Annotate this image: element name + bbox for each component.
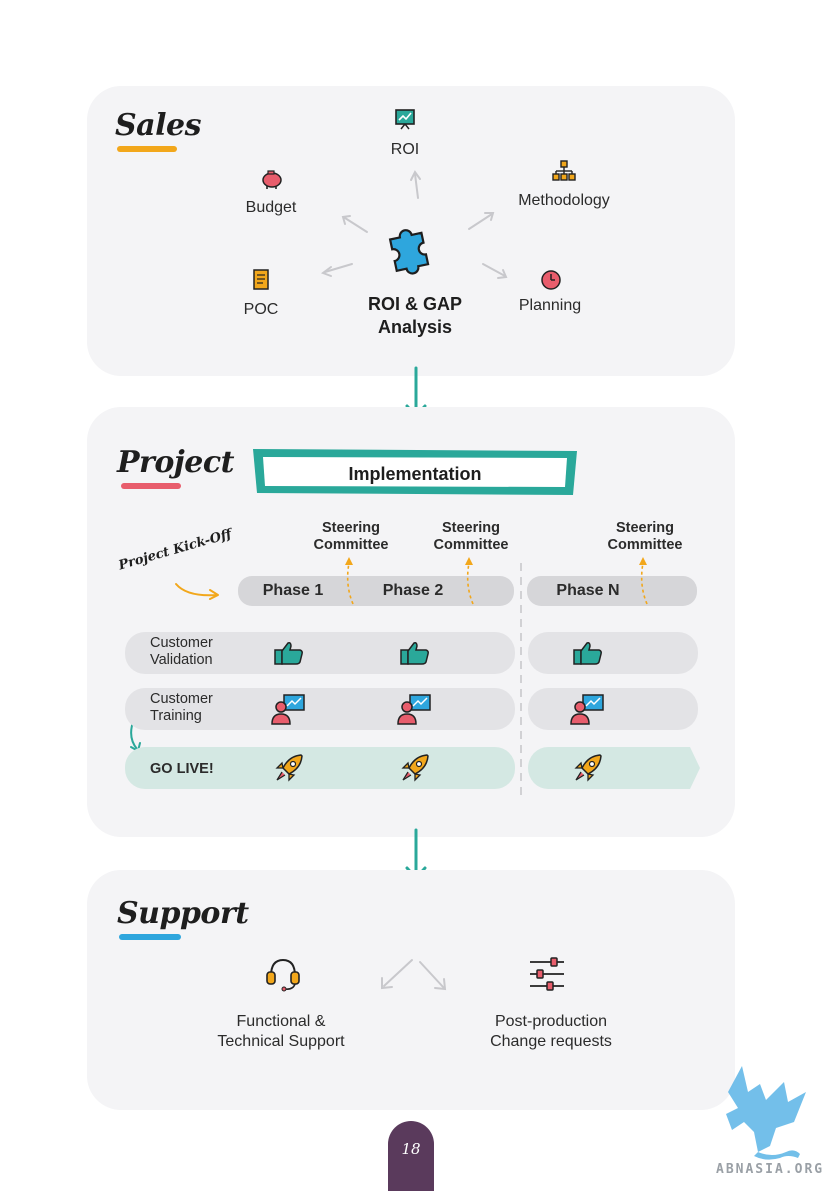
page-number-tab (388, 1121, 434, 1191)
hierarchy-icon (552, 160, 576, 181)
postprod-line1: Post-production (494, 1013, 608, 1030)
golive-label: GO LIVE! (150, 761, 214, 777)
steering-committee-3-line2: Committee (607, 537, 683, 553)
support-underline (119, 934, 181, 940)
support-arrows (381, 959, 447, 991)
training-label-line2: Training (150, 708, 202, 724)
sliders-icon (530, 957, 564, 991)
steering-committee-3-line1: Steering (615, 520, 674, 536)
postprod-line2: Change requests (490, 1033, 612, 1050)
steering-committee-2-line2: Committee (433, 537, 509, 553)
puzzle-icon (388, 229, 430, 275)
sales-card: Sales ROI Budget Methodology POC (87, 86, 735, 376)
planning-label: Planning (518, 297, 582, 314)
implementation-banner-frame (253, 449, 577, 495)
support-card: Support Functional & Technical Support P… (87, 870, 735, 1110)
clock-icon (541, 270, 561, 290)
document-icon (253, 269, 269, 290)
rocket-icon (574, 754, 602, 782)
thumbs-up-icon (573, 642, 602, 665)
validation-row (125, 632, 515, 674)
phase-pill-main (238, 576, 514, 606)
sales-arrows (320, 170, 508, 279)
thumbs-up-icon (274, 642, 303, 665)
trainer-presentation-icon (397, 694, 431, 725)
piggy-bank-icon (262, 170, 282, 189)
functional-support-line1: Functional & (236, 1013, 326, 1030)
training-row-n (528, 688, 698, 730)
roi-label: ROI (390, 141, 420, 158)
support-title: Support (117, 896, 249, 931)
phase-n-label: Phase N (556, 582, 620, 599)
project-title: Project (117, 445, 234, 480)
implementation-banner: Implementation (348, 464, 482, 484)
steering-committee-2-line1: Steering (441, 520, 500, 536)
validation-label-line1: Customer (150, 635, 213, 651)
trainer-presentation-icon (570, 694, 604, 725)
training-row (125, 688, 515, 730)
headset-icon (266, 958, 300, 992)
functional-support-line2: Technical Support (217, 1033, 345, 1050)
kickoff-arrow (175, 583, 219, 600)
rocket-icon (401, 754, 429, 782)
rocket-icon (275, 754, 303, 782)
presentation-chart-icon (395, 109, 415, 130)
dragon-logo (726, 1066, 806, 1160)
watermark-text: ABNASIA.ORG (716, 1162, 825, 1177)
project-underline (121, 483, 181, 489)
validation-row-n (528, 632, 698, 674)
golive-row-n (528, 747, 700, 789)
phase-2-label: Phase 2 (382, 582, 444, 599)
sales-underline (117, 146, 177, 152)
phase-1-label: Phase 1 (262, 582, 324, 599)
thumbs-up-icon (400, 642, 429, 665)
sales-title: Sales (115, 108, 201, 143)
center-title-line1: ROI & GAP (367, 294, 462, 314)
trainer-presentation-icon (271, 694, 305, 725)
poc-label: POC (243, 301, 279, 318)
training-label-line1: Customer (150, 691, 213, 707)
steering-committee-1-line1: Steering (321, 520, 380, 536)
validation-label-line2: Validation (150, 652, 213, 668)
steering-committee-1-line2: Committee (313, 537, 389, 553)
budget-label: Budget (245, 199, 297, 216)
center-title-line2: Analysis (377, 317, 453, 337)
phase-pill-n (527, 576, 697, 606)
page-number: 18 (401, 1140, 421, 1158)
golive-row (125, 747, 515, 789)
methodology-label: Methodology (518, 192, 610, 209)
project-card: Project Implementation Steering Committe… (87, 407, 735, 837)
